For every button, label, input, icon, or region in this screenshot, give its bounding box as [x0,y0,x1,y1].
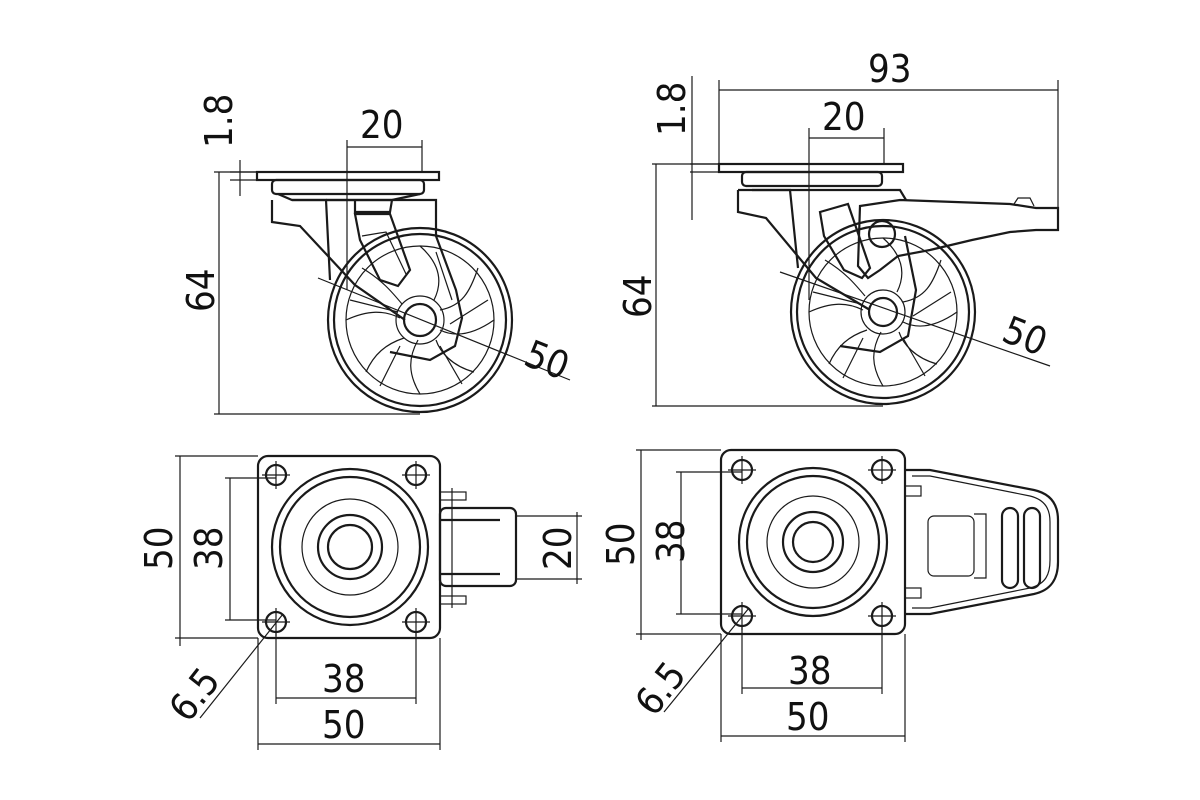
wheel-top-profile [438,506,518,588]
dim-total-height-1: 64 [179,269,223,313]
dim-total-height-2: 64 [616,275,660,319]
swivel-bearing [791,520,835,564]
brake-pedal [905,468,1060,616]
axle [402,302,438,338]
dim-stem-width-1: 20 [360,103,404,147]
dim-plate-width-1: 50 [322,703,366,747]
wheel-outer [789,218,977,406]
mounting-holes [262,461,430,636]
mounting-holes [728,456,896,630]
dim-hole-diameter-2: 6.5 [626,654,694,724]
dim-hole-spacing-v-1: 38 [187,527,231,571]
swivel-bearing [326,523,374,571]
dim-plate-height-1: 50 [137,527,181,571]
dim-plate-thickness-1: 1.8 [197,94,241,148]
side-view-swivel-caster: 1.8 20 64 50 [179,94,576,415]
dim-hole-spacing-h-2: 38 [788,649,832,693]
axle [867,296,899,328]
top-view-brake-caster: 50 38 38 50 6.5 [599,448,1060,742]
top-plate [255,170,441,182]
dim-hole-spacing-h-1: 38 [322,657,366,701]
fork [270,200,406,321]
dim-wheel-diameter-2: 50 [997,308,1054,365]
dim-stem-width-2: 20 [822,95,866,139]
wheel-outer [326,226,514,414]
brake-lever [856,198,1060,280]
dim-wheel-diameter-1: 50 [519,332,576,389]
dim-plate-thickness-2: 1.8 [650,82,694,136]
top-plate [717,162,905,174]
dim-plate-height-2: 50 [599,523,643,567]
dim-hole-diameter-1: 6.5 [160,660,228,730]
dim-overall-length: 93 [868,47,912,91]
dim-wheel-width: 20 [536,527,580,571]
mounting-plate [719,448,907,636]
dim-plate-width-2: 50 [786,695,830,739]
top-view-swivel-caster: 50 38 20 38 50 6.5 [137,454,582,750]
side-view-brake-caster: 93 1.8 20 64 50 [616,47,1060,407]
brake-pivot [867,219,897,249]
dim-hole-spacing-v-2: 38 [649,520,693,564]
fork [736,190,871,311]
